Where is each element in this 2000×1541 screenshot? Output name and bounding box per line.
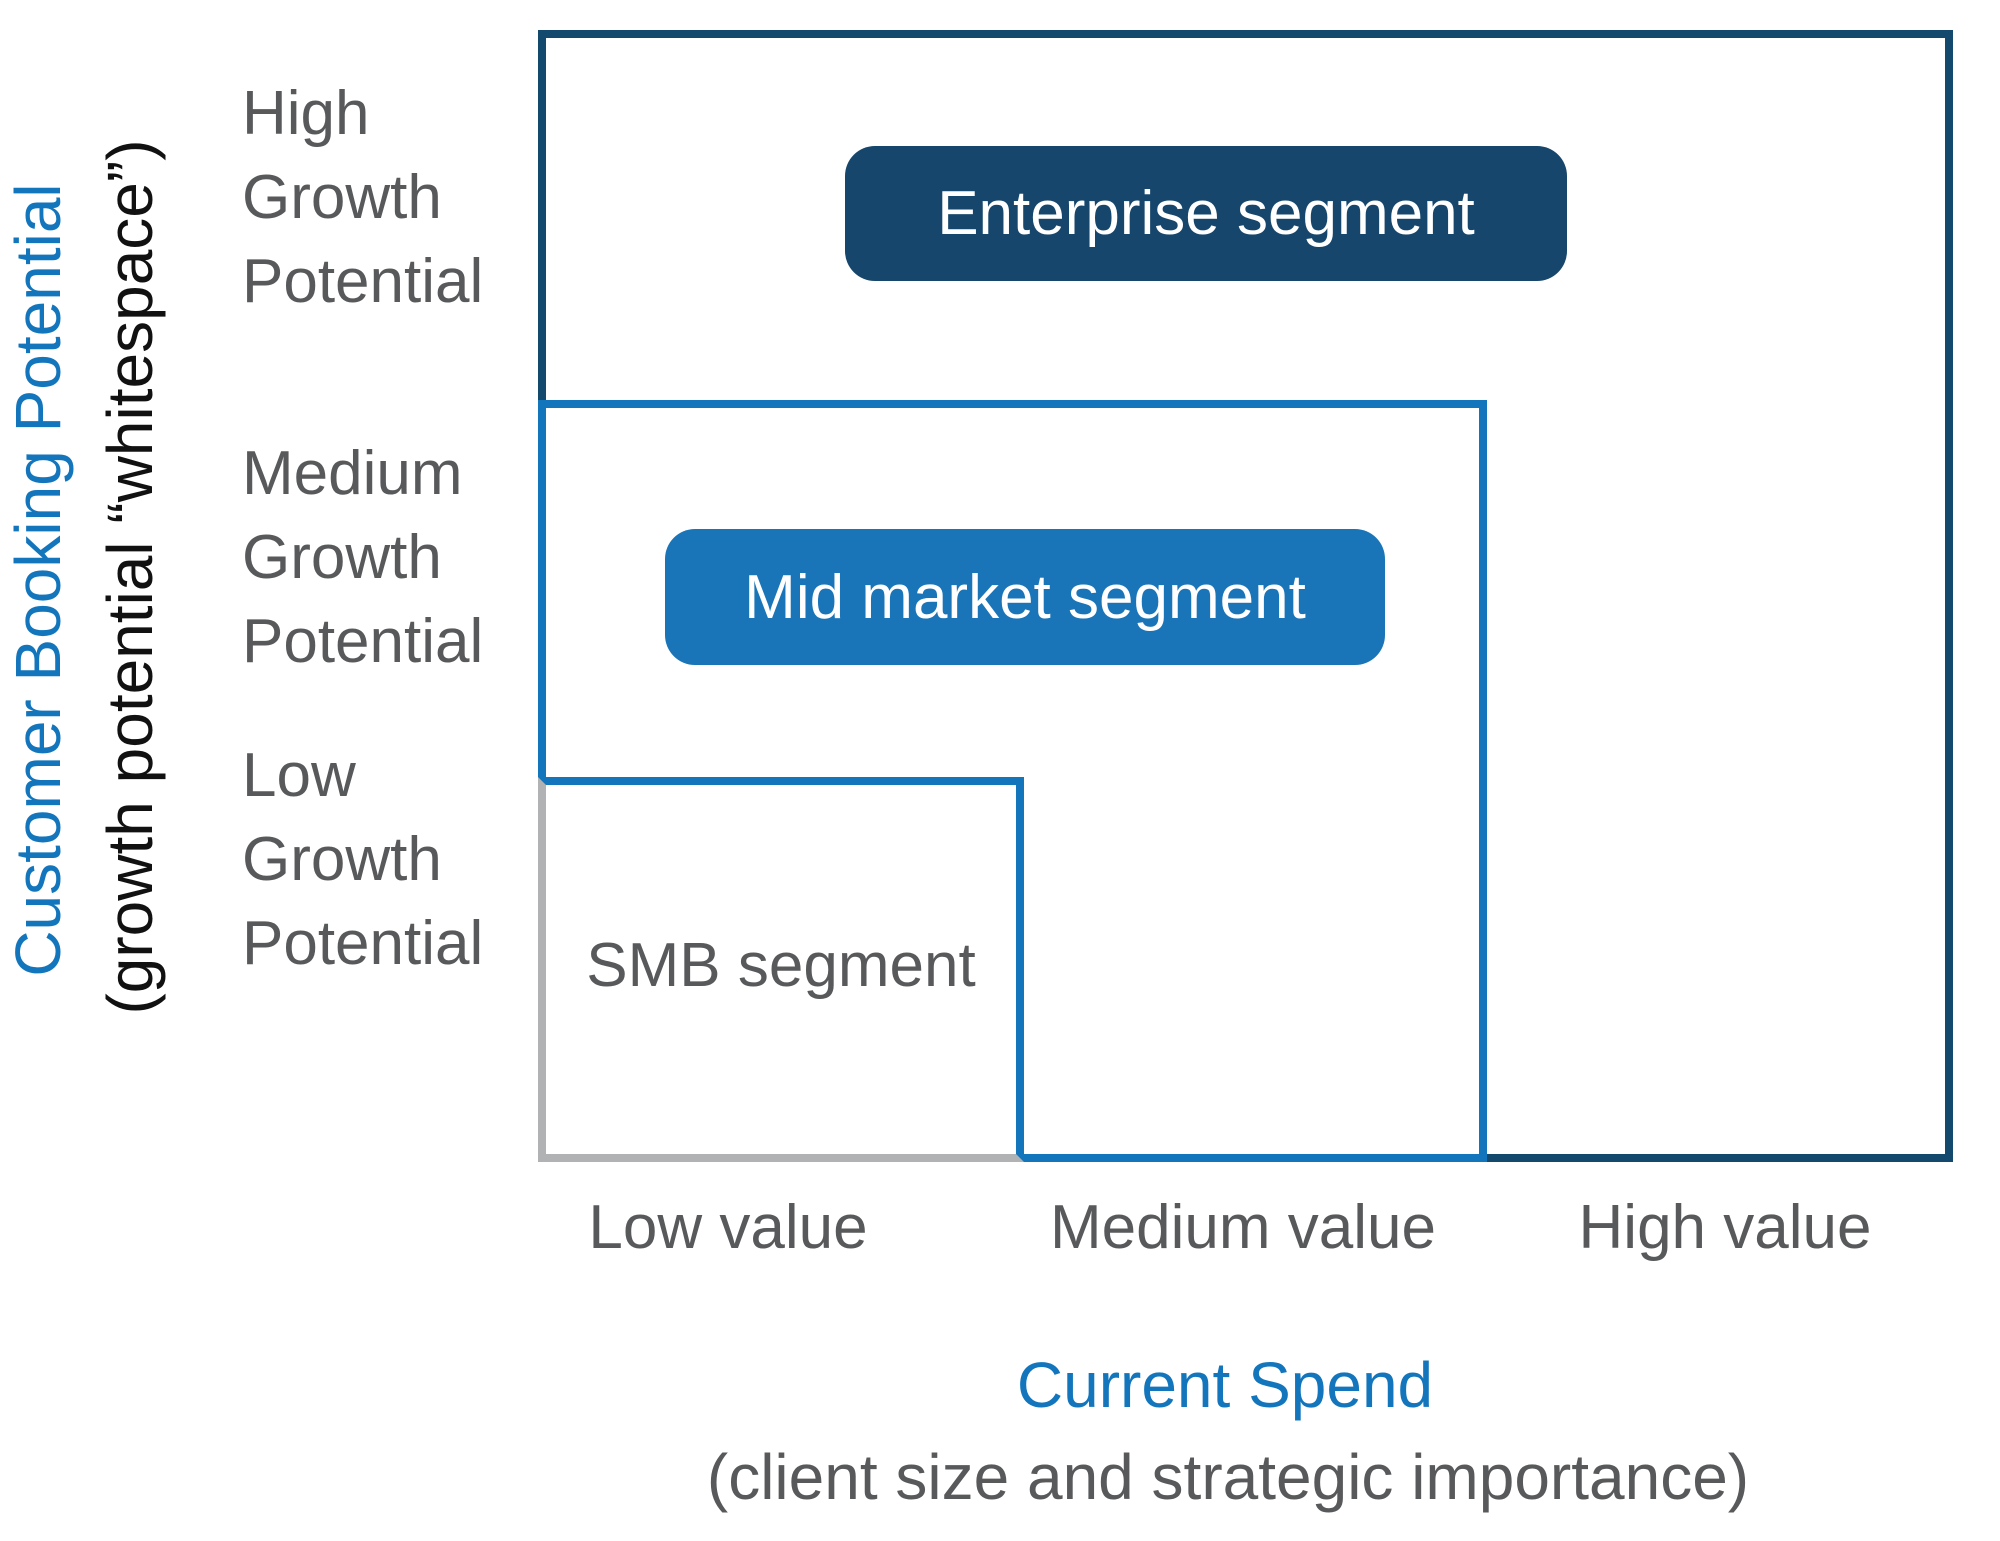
y-tick-medium-growth-potential: Medium Growth Potential — [242, 432, 542, 684]
enterprise-segment-label: Enterprise segment — [937, 179, 1475, 248]
y-tick-line: Potential — [242, 909, 484, 978]
midmarket-segment-pill: Mid market segment — [665, 529, 1385, 665]
y-tick-line: Growth — [242, 163, 442, 232]
x-tick-high-value: High value — [1578, 1193, 1872, 1262]
y-tick-low-growth-potential: Low Growth Potential — [242, 734, 542, 986]
y-tick-line: High — [242, 79, 370, 148]
x-tick-low-value: Low value — [588, 1193, 868, 1262]
x-axis-title: Current Spend — [1016, 1349, 1434, 1421]
x-axis-subtitle: (client size and strategic importance) — [706, 1441, 1750, 1513]
y-tick-line: Potential — [242, 247, 484, 316]
y-tick-high-growth-potential: High Growth Potential — [242, 72, 542, 324]
x-tick-medium-value: Medium value — [1050, 1193, 1436, 1262]
smb-region-outline — [538, 777, 1024, 1162]
smb-segment-label: SMB segment — [586, 931, 976, 1000]
y-tick-line: Medium — [242, 439, 463, 508]
y-tick-line: Low — [242, 741, 356, 810]
enterprise-segment-pill: Enterprise segment — [845, 146, 1567, 281]
y-axis-subtitle: (growth potential “whitespace”) — [94, 139, 166, 1015]
y-tick-line: Potential — [242, 607, 484, 676]
midmarket-segment-label: Mid market segment — [744, 562, 1306, 632]
y-tick-line: Growth — [242, 825, 442, 894]
y-tick-line: Growth — [242, 523, 442, 592]
y-axis-title: Customer Booking Potential — [2, 183, 74, 977]
